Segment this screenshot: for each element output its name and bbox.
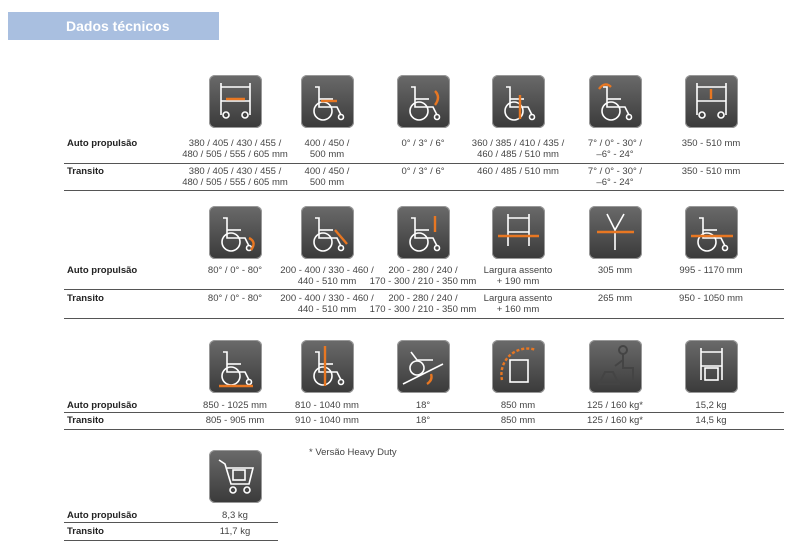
spec-value: 380 / 405 / 430 / 455 /480 / 505 / 555 /… [182, 166, 288, 188]
spec-value: 200 - 280 / 240 /170 - 300 / 210 - 350 m… [369, 293, 477, 315]
folded-length-icon [209, 340, 262, 393]
seat-width-icon [209, 75, 262, 128]
spec-value: 14,5 kg [695, 415, 727, 426]
row-label-transito: Transito [67, 293, 104, 304]
armrest-height-icon [685, 75, 738, 128]
row-label-auto: Auto propulsão [67, 510, 138, 521]
footnote: * Versão Heavy Duty [309, 447, 397, 458]
section-header: Dados técnicos [8, 12, 219, 40]
row-divider [64, 429, 784, 430]
spec-value: 7° / 0° - 30° /–6° - 24° [587, 166, 643, 188]
spec-value: 200 - 400 / 330 - 460 /440 - 510 mm [280, 265, 374, 287]
spec-value: Largura assento+ 190 mm [483, 265, 553, 287]
spec-value: 810 - 1040 mm [295, 400, 359, 411]
weight-icon [685, 340, 738, 393]
row-divider [64, 289, 784, 290]
spec-value: 305 mm [597, 265, 633, 276]
spec-value: 350 - 510 mm [681, 166, 741, 177]
row-label-transito: Transito [67, 526, 104, 537]
spec-value: 850 mm [500, 415, 536, 426]
seat-depth-icon [301, 75, 354, 128]
spec-value: 80° / 0° - 80° [207, 265, 263, 276]
backrest-height-icon [397, 206, 450, 259]
folded-width-icon [589, 206, 642, 259]
overall-height-icon [301, 340, 354, 393]
spec-value: 400 / 450 /500 mm [304, 138, 350, 160]
spec-value: 850 mm [500, 400, 536, 411]
spec-value: 950 - 1050 mm [679, 293, 743, 304]
spec-value: 15,2 kg [695, 400, 727, 411]
spec-value: 200 - 400 / 330 - 460 /440 - 510 mm [280, 293, 374, 315]
spec-value: 0° / 3° / 6° [401, 166, 445, 177]
legrest-angle-icon [209, 206, 262, 259]
spec-value: 350 - 510 mm [681, 138, 741, 149]
row-label-auto: Auto propulsão [67, 138, 138, 149]
transport-weight-icon [209, 450, 262, 503]
spec-value: 80° / 0° - 80° [207, 293, 263, 304]
spec-value: 850 - 1025 mm [203, 400, 267, 411]
row-divider [64, 522, 278, 523]
spec-value: 7° / 0° - 30° /–6° - 24° [587, 138, 643, 160]
section-title: Dados técnicos [66, 18, 170, 34]
spec-value: 265 mm [597, 293, 633, 304]
spec-value: 995 - 1170 mm [679, 265, 743, 276]
row-divider [64, 412, 784, 413]
spec-value: 0° / 3° / 6° [401, 138, 445, 149]
footrest-length-icon [301, 206, 354, 259]
seat-height-icon [492, 75, 545, 128]
spec-value: 910 - 1040 mm [295, 415, 359, 426]
spec-value: 380 / 405 / 430 / 455 /480 / 505 / 555 /… [182, 138, 288, 160]
overall-width-icon [492, 206, 545, 259]
overall-length-icon [685, 206, 738, 259]
row-label-auto: Auto propulsão [67, 400, 138, 411]
spec-value: 805 - 905 mm [205, 415, 265, 426]
row-divider [64, 190, 784, 191]
spec-value: 8,3 kg [222, 510, 248, 521]
spec-value: 360 / 385 / 410 / 435 /460 / 485 / 510 m… [471, 138, 565, 160]
spec-value: 11,7 kg [219, 526, 251, 537]
spec-value: 125 / 160 kg* [587, 415, 643, 426]
spec-value: 18° [415, 400, 431, 411]
row-label-transito: Transito [67, 415, 104, 426]
spec-value: 125 / 160 kg* [587, 400, 643, 411]
spec-value: 400 / 450 /500 mm [304, 166, 350, 188]
ramp-angle-icon [397, 340, 450, 393]
row-divider [64, 540, 278, 541]
spec-value: 200 - 280 / 240 /170 - 300 / 210 - 350 m… [369, 265, 477, 287]
row-label-auto: Auto propulsão [67, 265, 138, 276]
row-label-transito: Transito [67, 166, 104, 177]
backrest-angle-icon [589, 75, 642, 128]
max-load-icon [589, 340, 642, 393]
row-divider [64, 318, 784, 319]
spec-value: 460 / 485 / 510 mm [477, 166, 559, 177]
spec-value: 18° [415, 415, 431, 426]
seat-angle-icon [397, 75, 450, 128]
spec-value: Largura assento+ 160 mm [483, 293, 553, 315]
turning-circle-icon [492, 340, 545, 393]
row-divider [64, 163, 784, 164]
